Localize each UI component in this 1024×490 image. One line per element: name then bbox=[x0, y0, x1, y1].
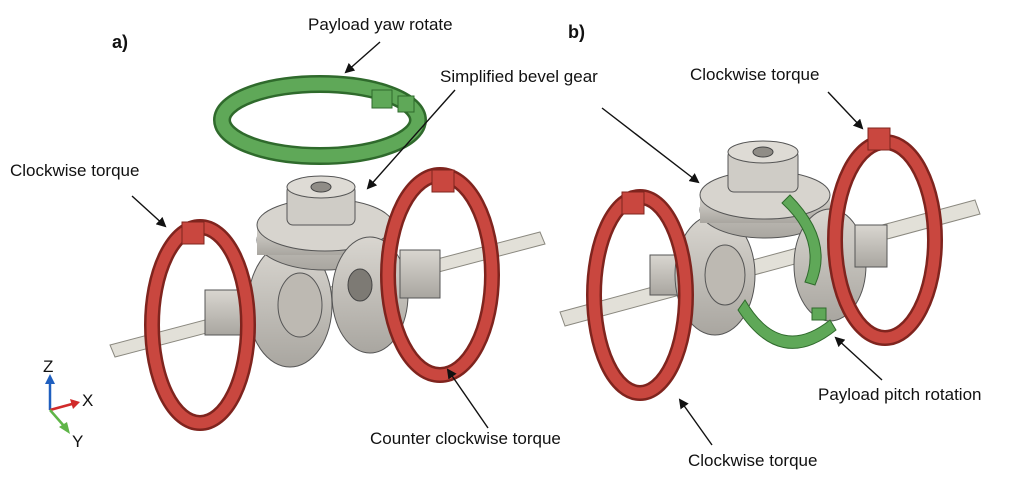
arrow-counter-clockwise-a bbox=[446, 368, 489, 429]
counter-clockwise-ring-a bbox=[380, 167, 500, 383]
arrow-clockwise-a bbox=[131, 195, 167, 228]
panel-b-assembly bbox=[559, 127, 981, 401]
arrow-clockwise-b-top bbox=[827, 91, 864, 130]
label-clockwise-b-bottom: Clockwise torque bbox=[688, 451, 817, 470]
label-bevel-gear: Simplified bevel gear bbox=[440, 67, 598, 86]
panel-label-a: a) bbox=[112, 32, 128, 52]
axis-x-line bbox=[49, 402, 73, 412]
label-counter-clockwise-a: Counter clockwise torque bbox=[370, 429, 561, 448]
clockwise-ring-left-b bbox=[586, 189, 694, 401]
axis-triad: Z X Y bbox=[43, 357, 93, 451]
clockwise-ring-left-a bbox=[144, 219, 256, 431]
arrow-payload-pitch bbox=[834, 336, 883, 381]
arrow-bevel-gear-a bbox=[366, 89, 456, 190]
arrow-bevel-gear-b bbox=[601, 107, 700, 184]
leader-arrows bbox=[131, 41, 883, 446]
clockwise-ring-right-b bbox=[827, 127, 943, 346]
axis-y-head bbox=[59, 422, 70, 434]
axis-x-label: X bbox=[82, 391, 93, 410]
label-clockwise-b-top: Clockwise torque bbox=[690, 65, 819, 84]
arrow-payload-yaw bbox=[344, 41, 381, 74]
label-payload-pitch: Payload pitch rotation bbox=[818, 385, 982, 404]
axis-y-line bbox=[49, 409, 65, 427]
payload-yaw-ring bbox=[213, 75, 427, 165]
arrow-clockwise-b-bottom bbox=[678, 398, 713, 446]
axis-x-head bbox=[70, 399, 80, 409]
axis-z-head bbox=[45, 374, 55, 384]
panel-label-b: b) bbox=[568, 22, 585, 42]
axis-y-label: Y bbox=[72, 432, 83, 451]
label-payload-yaw: Payload yaw rotate bbox=[308, 15, 453, 34]
label-clockwise-a: Clockwise torque bbox=[10, 161, 139, 180]
payload-pitch-ring bbox=[737, 194, 837, 349]
axis-z-label: Z bbox=[43, 357, 53, 376]
panel-a-assembly bbox=[109, 75, 546, 431]
